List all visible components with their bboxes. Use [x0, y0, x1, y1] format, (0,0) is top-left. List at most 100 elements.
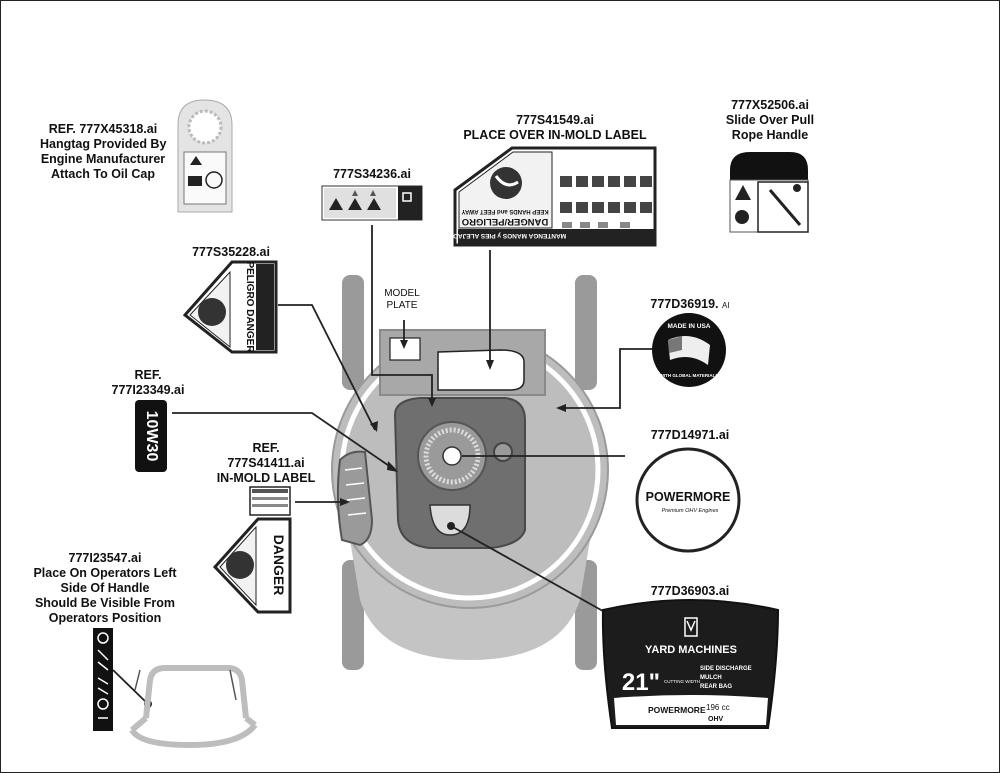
inmold-label-line2: 777S41411.ai	[227, 456, 305, 470]
ym-shield-icon	[684, 617, 698, 637]
arrowhead-inmold-label	[340, 498, 350, 506]
powermore-ref: 777D14971.ai	[650, 428, 730, 442]
fuel-pump-icon	[402, 192, 412, 202]
model-plate-line2: PLATE	[386, 300, 418, 311]
oil-grade-text: 10W30	[143, 411, 160, 462]
engine-brand-text: POWERMORE	[648, 705, 706, 715]
inmold-cover-ref: 777S41549.ai	[516, 113, 594, 127]
inmold-cover-bottom-bar	[458, 229, 654, 244]
cutting-width-text: CUTTING WIDTH	[664, 679, 700, 684]
rear-wheel-right	[575, 275, 597, 390]
rope-handle-icon	[768, 189, 802, 226]
yard-machines-caption: 777D36903.ai	[640, 584, 740, 599]
yard-machines-ref: 777D36903.ai	[650, 584, 730, 598]
oil-decal: 10W30	[135, 400, 167, 472]
inmold-cover-caption: 777S41549.ai PLACE OVER IN-MOLD LABEL	[455, 113, 655, 143]
rear-bag-text: REAR BAG	[700, 684, 732, 690]
pull-rope-ref: 777X52506.ai	[731, 98, 809, 112]
side-danger-ref: 777S35228.ai	[192, 245, 270, 259]
pull-rope-black-top	[730, 152, 808, 180]
inmold-label-caption: REF. 777S41411.ai IN-MOLD LABEL	[210, 441, 322, 486]
model-plate	[389, 337, 421, 361]
oil-caption: REF. 777I23349.ai	[100, 368, 196, 398]
arrowhead-made-in-usa	[556, 404, 566, 412]
small-triangles-icon	[352, 190, 376, 196]
lever-icon	[97, 649, 109, 671]
operator-handle-line2: Place On Operators Left	[33, 566, 177, 580]
made-in-usa-ref-suffix: AI	[722, 301, 730, 310]
side-discharge-chute	[336, 450, 374, 547]
operator-handle-decal	[93, 628, 113, 731]
mower-silhouette	[331, 275, 609, 670]
warning-strip-decal	[321, 185, 423, 221]
peligro-danger-text: PELIGRO DANGER	[244, 261, 255, 353]
made-in-usa-decal: MADE IN USA WITH GLOBAL MATERIALS	[652, 313, 726, 387]
keep-hands-text: KEEP HANDS and FEET AWAY	[461, 208, 548, 214]
hazard-triangles-icon	[329, 198, 381, 210]
speed-icon	[97, 677, 109, 695]
hangtag-decal	[177, 99, 233, 213]
arrowhead-model-plate	[400, 340, 408, 349]
operator-handle-line3: Side Of Handle	[60, 581, 150, 595]
inmold-label-line1: REF.	[252, 441, 280, 455]
air-filter-cover	[429, 504, 471, 536]
pointer-warning-strip	[371, 225, 433, 405]
brand-text: YARD MACHINES	[645, 644, 737, 656]
yard-machines-decal: YARD MACHINES 21" CUTTING WIDTH SIDE DIS…	[601, 599, 780, 729]
warning-triangle-icon	[190, 156, 202, 165]
hand-shape-icon	[494, 175, 519, 187]
side-danger-black-band	[256, 264, 274, 350]
flag-canton-icon	[668, 336, 682, 353]
model-plate-line1: MODEL	[384, 288, 420, 299]
warning-triangle-icon	[735, 185, 751, 200]
inmold-cover-pictograms	[560, 176, 652, 213]
handle-bar	[147, 665, 249, 719]
handle-left-leg	[143, 679, 153, 719]
side-discharge-text: SIDE DISCHARGE	[700, 666, 752, 672]
size-text: 21"	[622, 669, 660, 696]
engine-cc-text: 196 cc	[706, 703, 730, 712]
made-in-usa-caption: 777D36919. AI	[640, 297, 740, 313]
pull-rope-decal	[729, 152, 809, 233]
recoil-center	[442, 446, 462, 466]
arrowhead-warning-strip	[428, 398, 436, 407]
hand-hazard-icon	[226, 551, 254, 579]
warning-strip-ref: 777S34236.ai	[333, 167, 411, 181]
hangtag-line4: Attach To Oil Cap	[51, 167, 155, 181]
hangtag-caption: REF. 777X45318.ai Hangtag Provided By En…	[40, 122, 166, 182]
engine-control-icon	[97, 632, 109, 644]
handle-lower	[129, 723, 258, 749]
operator-handle-ref: 777I23547.ai	[68, 551, 142, 565]
side-danger-decal: PELIGRO DANGER	[182, 260, 278, 354]
engine-ohv-text: OHV	[708, 716, 724, 723]
made-in-usa-text: MADE IN USA	[668, 323, 711, 330]
mulch-text: MULCH	[700, 675, 722, 681]
oil-can-icon	[205, 171, 223, 189]
arrowhead-oil	[387, 461, 398, 472]
inmold-label-line3: IN-MOLD LABEL	[216, 471, 316, 485]
oil-line2: 777I23349.ai	[111, 383, 185, 397]
manual-book-icon	[188, 176, 202, 186]
powermore-body	[635, 447, 741, 553]
hangtag-hole-icon	[187, 109, 223, 145]
handle-joints	[130, 715, 257, 733]
pull-rope-line2: Slide Over Pull	[725, 113, 815, 127]
hand-hazard-icon	[198, 298, 226, 326]
powermore-sub-text: Premium OHV Engines	[662, 508, 719, 514]
warning-strip-caption: 777S34236.ai	[322, 167, 422, 182]
hand-icon	[735, 210, 749, 224]
handle-cables	[134, 669, 237, 701]
danger-peligro-text: DANGER/PELIGRO	[462, 216, 549, 227]
pull-rope-line3: Rope Handle	[731, 128, 809, 142]
chute-ribs	[344, 467, 367, 516]
hangtag-line3: Engine Manufacturer	[40, 152, 166, 166]
alert-icon	[793, 184, 801, 192]
arrowhead-side-danger	[370, 421, 378, 432]
operator-handle-line5: Operators Position	[48, 611, 162, 625]
arrowhead-inmold-cover	[486, 360, 494, 370]
pointer-oil	[172, 412, 396, 471]
pull-rope-caption: 777X52506.ai Slide Over Pull Rope Handle	[710, 98, 830, 143]
ym-letter-icon	[686, 620, 696, 632]
mantenga-text: MANTENGA MANOS y PIES ALEJADOS	[443, 232, 566, 239]
